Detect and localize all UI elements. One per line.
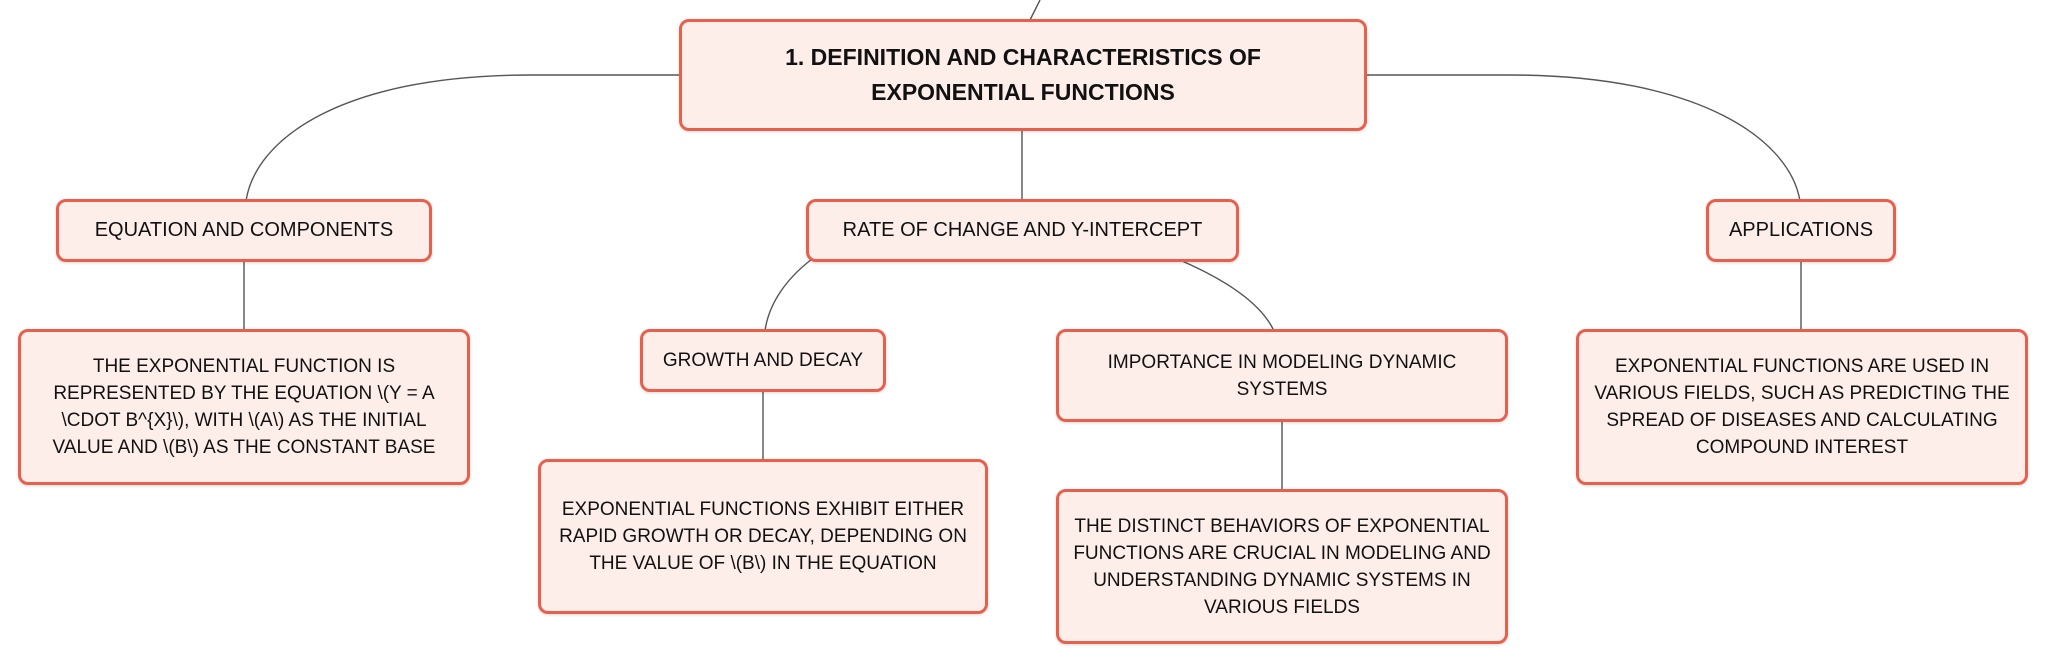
connector-rate-to-growth bbox=[764, 258, 813, 332]
applications-detail-node[interactable]: EXPONENTIAL FUNCTIONS ARE USED IN VARIOU… bbox=[1576, 329, 2028, 485]
applications-label: APPLICATIONS bbox=[1728, 219, 1874, 241]
rate-of-change-node[interactable]: RATE OF CHANGE AND Y-INTERCEPT bbox=[806, 199, 1239, 262]
connector-rate-to-importance bbox=[1181, 260, 1275, 332]
growth-decay-label: GROWTH AND DECAY bbox=[662, 350, 864, 371]
equation-components-node[interactable]: EQUATION AND COMPONENTS bbox=[56, 199, 432, 262]
growth-decay-detail-node[interactable]: EXPONENTIAL FUNCTIONS EXHIBIT EITHER RAP… bbox=[538, 459, 988, 614]
connector-root-to-equation bbox=[245, 74, 681, 202]
equation-detail-text: THE EXPONENTIAL FUNCTION IS REPRESENTED … bbox=[52, 356, 436, 458]
importance-detail-text: THE DISTINCT BEHAVIORS OF EXPONENTIAL FU… bbox=[1073, 515, 1491, 618]
rate-of-change-label: RATE OF CHANGE AND Y-INTERCEPT bbox=[842, 219, 1203, 241]
root-node[interactable]: 1. DEFINITION AND CHARACTERISTICS OF EXP… bbox=[679, 19, 1367, 131]
growth-decay-node[interactable]: GROWTH AND DECAY bbox=[640, 329, 886, 392]
root-node-title: 1. DEFINITION AND CHARACTERISTICS OF EXP… bbox=[785, 44, 1261, 105]
growth-decay-detail-text: EXPONENTIAL FUNCTIONS EXHIBIT EITHER RAP… bbox=[559, 499, 967, 574]
connector-root-to-applications bbox=[1365, 74, 1801, 202]
importance-detail-node[interactable]: THE DISTINCT BEHAVIORS OF EXPONENTIAL FU… bbox=[1056, 489, 1508, 644]
importance-modeling-node[interactable]: IMPORTANCE IN MODELING DYNAMIC SYSTEMS bbox=[1056, 329, 1508, 422]
applications-node[interactable]: APPLICATIONS bbox=[1706, 199, 1896, 262]
connector-parent-to-root bbox=[1029, 0, 1041, 21]
importance-modeling-label: IMPORTANCE IN MODELING DYNAMIC SYSTEMS bbox=[1107, 351, 1457, 400]
equation-components-label: EQUATION AND COMPONENTS bbox=[94, 219, 394, 241]
equation-detail-node[interactable]: THE EXPONENTIAL FUNCTION IS REPRESENTED … bbox=[18, 329, 470, 485]
applications-detail-text: EXPONENTIAL FUNCTIONS ARE USED IN VARIOU… bbox=[1594, 356, 2010, 458]
